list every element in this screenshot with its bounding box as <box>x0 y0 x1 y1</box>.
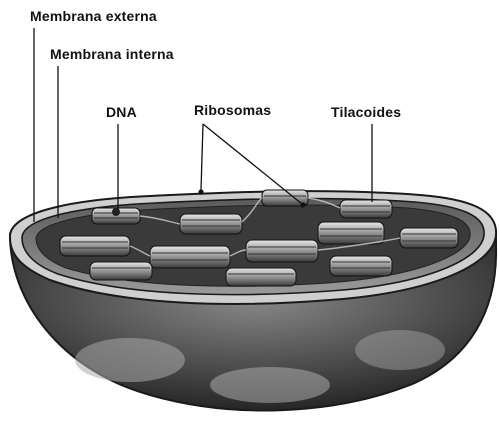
leader-ribosome-1 <box>201 124 203 190</box>
dna-spot <box>112 208 120 216</box>
label-dna: DNA <box>106 104 137 120</box>
hull-highlight <box>210 367 330 403</box>
granum-stack <box>150 246 230 268</box>
granum-stack <box>318 222 384 244</box>
hull-highlight <box>355 330 445 370</box>
label-inner-membrane: Membrana interna <box>50 46 174 62</box>
granum-stack <box>340 200 392 218</box>
granum-stack <box>226 268 296 286</box>
granum-stack <box>180 214 242 234</box>
granum-stack <box>330 256 392 276</box>
granum-stack <box>246 240 318 262</box>
ribosome-dot <box>198 189 203 194</box>
granum-stack <box>60 236 130 256</box>
label-outer-membrane: Membrana externa <box>30 8 157 24</box>
label-thylakoids: Tilacoides <box>331 104 401 120</box>
granum-stack <box>400 228 458 248</box>
hull-highlight <box>75 338 185 382</box>
granum-stack <box>90 262 152 280</box>
label-ribosomes: Ribosomas <box>194 102 271 118</box>
